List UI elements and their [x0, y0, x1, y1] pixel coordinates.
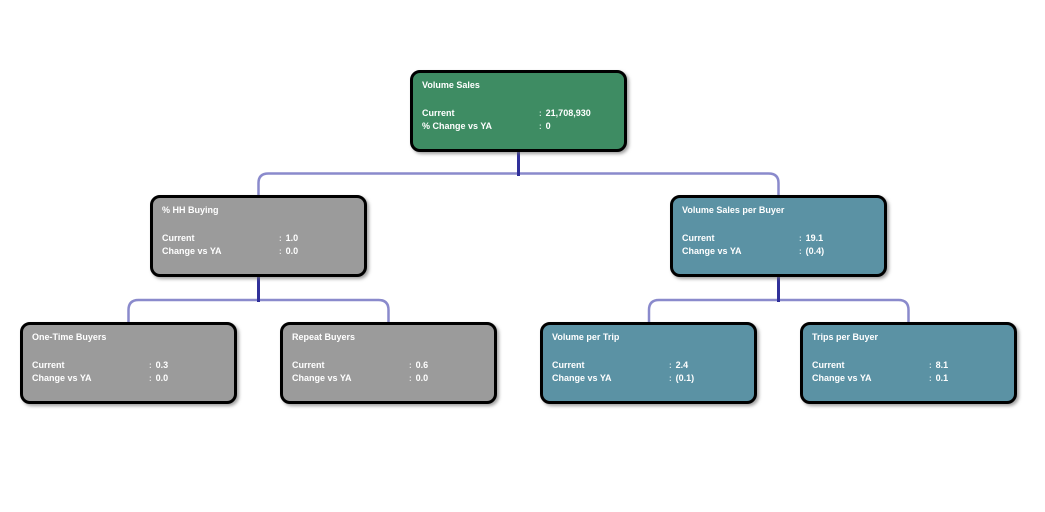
branch-connector-level1: [257, 172, 780, 196]
metric-row: Current : 0.3: [32, 359, 228, 372]
colon-separator: :: [279, 247, 282, 256]
node-title: % HH Buying: [162, 205, 219, 215]
metric-label: Change vs YA: [292, 373, 352, 383]
colon-separator: :: [149, 374, 152, 383]
node-volume-per-trip[interactable]: Volume per Trip Current : 2.4 Change vs …: [540, 322, 757, 404]
node-title: Trips per Buyer: [812, 332, 879, 342]
node-title: Repeat Buyers: [292, 332, 356, 342]
colon-separator: :: [669, 374, 672, 383]
metric-row: Change vs YA : (0.4): [682, 245, 878, 258]
metric-row: Change vs YA : 0.0: [162, 245, 358, 258]
metric-row: Change vs YA : 0.0: [32, 372, 228, 385]
metric-label: Change vs YA: [682, 246, 742, 256]
metric-row: Change vs YA : 0.1: [812, 372, 1008, 385]
colon-separator: :: [799, 247, 802, 256]
metric-value: (0.1): [675, 373, 695, 383]
metric-label: Current: [812, 360, 845, 370]
metric-label: Change vs YA: [32, 373, 92, 383]
metric-label: % Change vs YA: [422, 121, 493, 131]
colon-separator: :: [799, 234, 802, 243]
colon-separator: :: [539, 122, 542, 131]
colon-separator: :: [279, 234, 282, 243]
colon-separator: :: [409, 374, 412, 383]
node-title: Volume Sales per Buyer: [682, 205, 785, 215]
node-hh-buying[interactable]: % HH Buying Current : 1.0 Change vs YA :…: [150, 195, 367, 277]
node-title: One-Time Buyers: [32, 332, 107, 342]
metric-value: 2.4: [675, 360, 689, 370]
branch-connector-right: [647, 298, 910, 323]
node-repeat-buyers[interactable]: Repeat Buyers Current : 0.6 Change vs YA…: [280, 322, 497, 404]
metric-row: % Change vs YA : 0: [422, 120, 618, 133]
branch-connector-left: [127, 298, 390, 323]
metric-value: 8.1: [935, 360, 949, 370]
colon-separator: :: [539, 109, 542, 118]
metric-value: 0.1: [935, 373, 949, 383]
colon-separator: :: [929, 374, 932, 383]
node-volume-sales-per-buyer[interactable]: Volume Sales per Buyer Current : 19.1 Ch…: [670, 195, 887, 277]
node-volume-sales[interactable]: Volume Sales Current : 21,708,930 % Chan…: [410, 70, 627, 152]
metric-label: Current: [682, 233, 715, 243]
node-one-time-buyers[interactable]: One-Time Buyers Current : 0.3 Change vs …: [20, 322, 237, 404]
metric-label: Current: [552, 360, 585, 370]
metric-label: Change vs YA: [552, 373, 612, 383]
metric-row: Change vs YA : 0.0: [292, 372, 488, 385]
metric-label: Current: [32, 360, 65, 370]
metric-value: (0.4): [805, 246, 825, 256]
metric-label: Current: [162, 233, 195, 243]
metric-row: Current : 8.1: [812, 359, 1008, 372]
metric-value: 0.6: [415, 360, 429, 370]
node-trips-per-buyer[interactable]: Trips per Buyer Current : 8.1 Change vs …: [800, 322, 1017, 404]
colon-separator: :: [149, 361, 152, 370]
metric-row: Current : 1.0: [162, 232, 358, 245]
metric-label: Current: [292, 360, 325, 370]
metric-value: 0.0: [155, 373, 169, 383]
metric-value: 0.0: [285, 246, 299, 256]
metric-value: 0: [545, 121, 551, 131]
metric-value: 19.1: [805, 233, 824, 243]
colon-separator: :: [669, 361, 672, 370]
colon-separator: :: [409, 361, 412, 370]
metric-value: 21,708,930: [545, 108, 591, 118]
metric-row: Current : 21,708,930: [422, 107, 618, 120]
colon-separator: :: [929, 361, 932, 370]
metric-row: Current : 2.4: [552, 359, 748, 372]
metric-label: Change vs YA: [812, 373, 872, 383]
metric-label: Change vs YA: [162, 246, 222, 256]
metric-value: 0.3: [155, 360, 169, 370]
node-title: Volume Sales: [422, 80, 480, 90]
node-title: Volume per Trip: [552, 332, 620, 342]
metric-value: 1.0: [285, 233, 299, 243]
metric-value: 0.0: [415, 373, 429, 383]
metric-row: Change vs YA : (0.1): [552, 372, 748, 385]
metric-label: Current: [422, 108, 455, 118]
metric-row: Current : 0.6: [292, 359, 488, 372]
metric-row: Current : 19.1: [682, 232, 878, 245]
